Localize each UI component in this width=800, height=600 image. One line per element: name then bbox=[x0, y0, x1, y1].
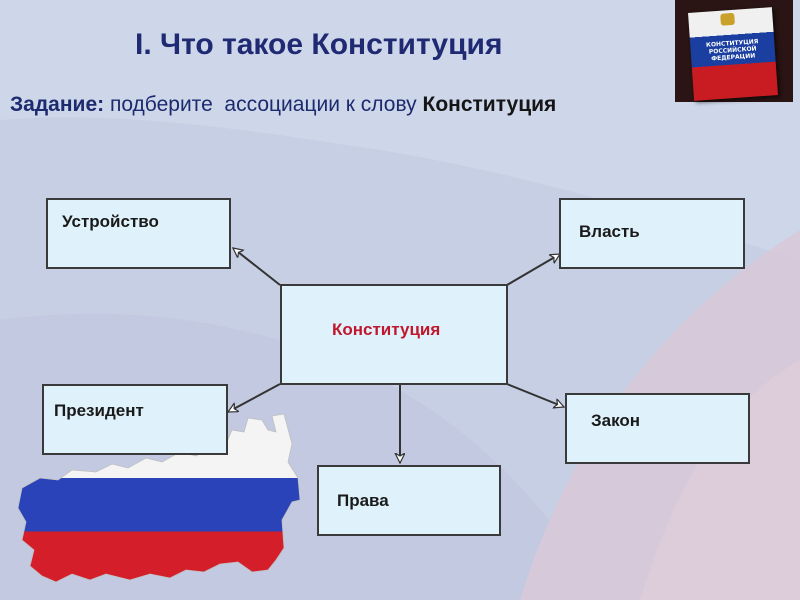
node-ustroystvo: Устройство bbox=[46, 198, 231, 269]
background-pink-wave bbox=[640, 360, 800, 600]
russia-map-flag bbox=[17, 413, 301, 583]
node-prava: Права bbox=[317, 465, 501, 536]
task-keyword: Конституция bbox=[422, 93, 557, 116]
coat-of-arms-icon bbox=[720, 12, 735, 26]
task-text: подберите ассоциации к слову bbox=[104, 93, 423, 116]
arrow-to-vlast bbox=[506, 253, 560, 286]
center-node: Конституция bbox=[280, 284, 508, 385]
book-cover-text: КОНСТИТУЦИЯ РОССИЙСКОЙ ФЕДЕРАЦИИ bbox=[705, 38, 759, 63]
constitution-book-image: КОНСТИТУЦИЯ РОССИЙСКОЙ ФЕДЕРАЦИИ bbox=[675, 0, 793, 102]
task-line: Задание: подберите ассоциации к слову Ко… bbox=[10, 93, 556, 117]
node-prava-label: Права bbox=[337, 491, 389, 510]
node-vlast-label: Власть bbox=[579, 222, 640, 241]
node-zakon: Закон bbox=[565, 393, 750, 464]
node-vlast: Власть bbox=[559, 198, 745, 269]
book-cover: КОНСТИТУЦИЯ РОССИЙСКОЙ ФЕДЕРАЦИИ bbox=[688, 7, 778, 101]
node-prezident: Президент bbox=[42, 384, 228, 455]
task-label: Задание: bbox=[10, 93, 105, 116]
node-prezident-label: Президент bbox=[54, 401, 144, 420]
arrow-to-zakon bbox=[506, 383, 564, 407]
node-ustroystvo-label: Устройство bbox=[62, 212, 159, 231]
node-zakon-label: Закон bbox=[591, 411, 641, 430]
arrow-to-ustroystvo bbox=[233, 248, 281, 286]
background-wave-top bbox=[0, 0, 800, 260]
slide-title: I. Что такое Конституция bbox=[135, 28, 503, 61]
center-node-label: Конституция bbox=[332, 320, 441, 339]
arrow-to-prezident bbox=[228, 383, 281, 413]
